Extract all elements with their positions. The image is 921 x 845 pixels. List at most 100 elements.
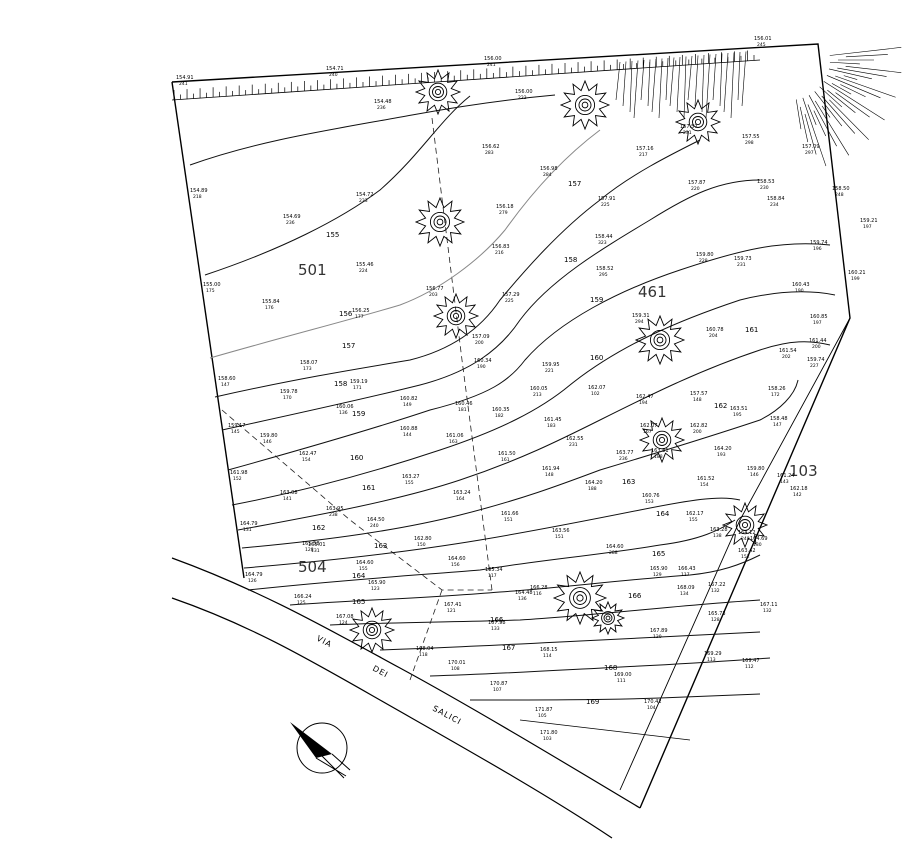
hatch-tick (829, 61, 860, 65)
spot-height-id: 188 (588, 486, 597, 492)
contour-label: 167 (502, 644, 515, 652)
spot-height-elevation: 163.81 (651, 448, 669, 454)
hatch-tick (629, 60, 633, 113)
spot-height-id: 105 (538, 713, 547, 719)
tree-ring (432, 86, 444, 98)
spot-height-id: 107 (493, 687, 502, 693)
spot-height-elevation: 157.29 (502, 292, 520, 298)
spot-height-id: 173 (303, 366, 312, 372)
spot-height-id: 146 (750, 472, 759, 478)
spot-height-id: 196 (813, 246, 822, 252)
parcel-label-501: 501 (298, 261, 327, 279)
spot-height-id: 117 (681, 572, 690, 578)
spot-height-elevation: 159.80 (260, 433, 278, 439)
spot-height-elevation: 160.88 (400, 426, 418, 432)
spot-height-elevation: 156.83 (492, 244, 510, 250)
spot-height-elevation: 158.60 (218, 376, 236, 382)
spot-height-id: 225 (601, 202, 610, 208)
tree-ring (452, 312, 460, 320)
spot-height-elevation: 164.20 (585, 480, 603, 486)
tree-crown (432, 292, 480, 340)
spot-height-elevation: 159.17 (228, 423, 246, 429)
spot-height-id: 194 (639, 400, 648, 406)
spot-height-id: 241 (487, 62, 496, 68)
spot-height-elevation: 162.07 (640, 423, 658, 429)
spot-height-elevation: 162.47 (299, 451, 317, 457)
spot-height-id: 233 (359, 198, 368, 204)
spot-height-id: 120 (653, 634, 662, 640)
spot-height-id: 175 (206, 288, 215, 294)
tree-icon (559, 79, 611, 131)
contour-labels-left: 155 156 157 158 159 160 161 162 163 164 … (312, 231, 617, 706)
tree-ring (574, 94, 596, 116)
hatch-tick (826, 75, 881, 99)
spot-height-id: 141 (283, 496, 292, 502)
spot-height-id: 197 (863, 224, 872, 230)
hatch-tick (723, 52, 729, 113)
spot-height-id: 156 (451, 562, 460, 568)
spot-height-id: 176 (265, 305, 274, 311)
spot-height-id: 195 (733, 412, 742, 418)
spot-height-id: 200 (812, 344, 821, 350)
hatch-tick (808, 95, 837, 147)
spot-height-elevation: 162.18 (790, 486, 808, 492)
spot-height-id: 133 (491, 626, 500, 632)
spot-height-id: 146 (263, 439, 272, 445)
spot-height-elevation: 156.62 (482, 144, 500, 150)
hatch-tick (835, 75, 896, 98)
tree-crown (414, 68, 462, 116)
contour-label: 156 (339, 310, 353, 318)
tree-icon (674, 98, 722, 146)
spot-height-elevation: 162.17 (686, 511, 704, 517)
tree-ring (656, 336, 664, 344)
spot-height-id: 147 (773, 422, 782, 428)
contour-label: 159 (590, 296, 603, 304)
tree-ring (692, 116, 704, 128)
spot-height-id: 288 (609, 550, 618, 556)
spot-height-id: 152 (233, 476, 242, 482)
spot-height-elevation: 161.98 (230, 470, 248, 476)
spot-height-elevation: 158.07 (300, 360, 318, 366)
contour-label: 157 (568, 180, 581, 188)
tree-ring (603, 613, 613, 623)
hatch-tick (821, 105, 831, 118)
spot-height-id: 118 (419, 652, 428, 658)
spot-height-elevation: 167.22 (708, 582, 726, 588)
spot-height-id: 164 (456, 496, 465, 502)
road-name-dei: DEI (371, 664, 390, 680)
spot-height-elevation: 158.84 (767, 196, 785, 202)
contour-label: 164 (352, 572, 366, 580)
spot-height-elevation: 156.00 (484, 56, 502, 62)
spot-height-elevation: 161.94 (542, 466, 560, 472)
spot-height-id: 231 (683, 130, 692, 136)
spot-height-id: 241 (179, 81, 188, 87)
spot-height-elevation: 159.95 (542, 362, 560, 368)
slope-hatching-escarpment (615, 47, 902, 167)
spot-height-id: 183 (547, 423, 556, 429)
spot-height-elevation: 167.08 (336, 614, 354, 620)
spot-height-elevation: 162.82 (690, 423, 708, 429)
spot-height-id: 224 (359, 268, 368, 274)
hatch-tick (737, 51, 741, 101)
road-name-salici: SALICI (431, 704, 463, 727)
spot-height-elevation: 163.51 (730, 406, 748, 412)
spot-height-id: 154 (700, 482, 709, 488)
contour-label: 161 (362, 484, 375, 492)
spot-height-elevation: 158.53 (757, 179, 775, 185)
spot-height-id: 283 (485, 150, 494, 156)
spot-height-elevation: 161.50 (498, 451, 516, 457)
contour-label: 159 (352, 410, 365, 418)
spot-height-id: 222 (518, 95, 527, 101)
spot-height-id: 142 (793, 492, 802, 498)
spot-height-elevation: 159.74 (810, 240, 828, 246)
spot-height-id: 155 (689, 517, 698, 523)
spot-height-id: 231 (569, 442, 578, 448)
spot-height-elevation: 161.24 (777, 473, 795, 479)
spot-height-id: 221 (545, 368, 554, 374)
hatch-tick (835, 92, 870, 118)
spot-height-id: 240 (329, 72, 338, 78)
spot-height-id: 153 (645, 499, 654, 505)
spot-height-elevation: 164.12 (738, 530, 756, 536)
spot-height-id: 234 (770, 202, 779, 208)
